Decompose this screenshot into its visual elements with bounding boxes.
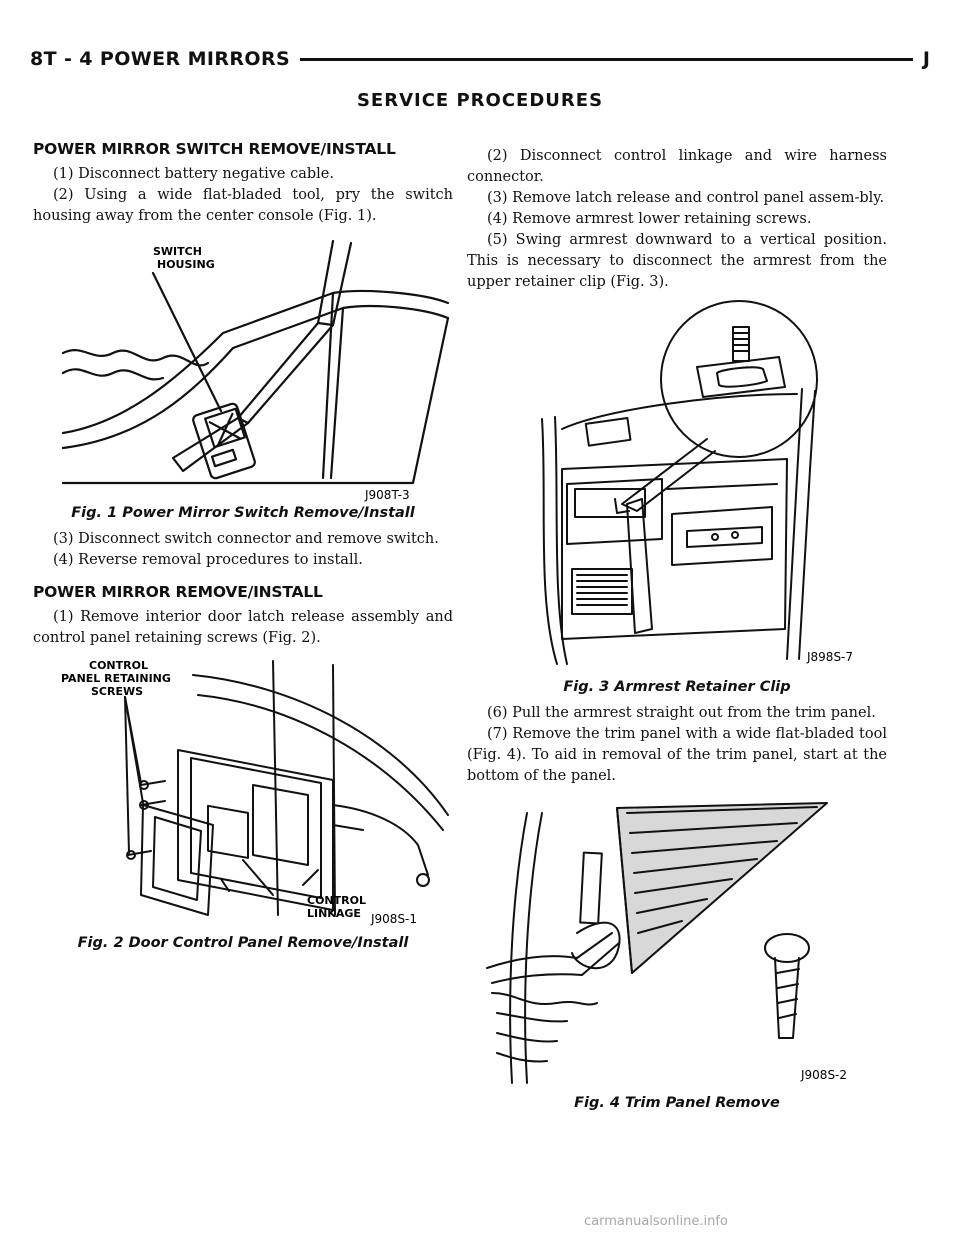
header-right: J — [912, 48, 930, 70]
label-switch: SWITCH — [153, 245, 202, 258]
step: (1) Disconnect battery negative cable. — [53, 166, 334, 182]
figure-code: J898S-7 — [806, 650, 853, 664]
label-linkage: LINKAGE — [307, 907, 361, 920]
step: (4) Remove armrest lower retaining screw… — [487, 211, 812, 227]
label-panel-retaining: PANEL RETAINING — [61, 672, 171, 685]
step: (2) Disconnect control linkage and wire … — [467, 148, 887, 185]
step: (5) Swing armrest downward to a vertical… — [467, 232, 887, 290]
armrest-retainer-clip-illustration: J898S-7 — [541, 300, 853, 665]
watermark: carmanualsonline.info — [584, 1214, 728, 1229]
section-title: SERVICE PROCEDURES — [356, 90, 604, 111]
figure-2-caption: Fig. 2 Door Control Panel Remove/Install — [77, 935, 409, 951]
figure-2: CONTROL PANEL RETAINING SCREWS CONTROL L… — [33, 655, 453, 951]
figure-1-caption: Fig. 1 Power Mirror Switch Remove/Instal… — [71, 505, 415, 521]
step: (6) Pull the armrest straight out from t… — [487, 705, 876, 721]
step: (1) Remove interior door latch release a… — [33, 609, 453, 646]
label-control: CONTROL — [89, 659, 148, 672]
figure-code: J908S-1 — [370, 912, 417, 926]
figure-3-caption: Fig. 3 Armrest Retainer Clip — [563, 679, 791, 695]
page-header: 8T - 4 POWER MIRRORS J — [30, 44, 930, 78]
figure-4: J908S-2 Fig. 4 Trim Panel Remove — [467, 793, 887, 1111]
label-control-2: CONTROL — [307, 894, 366, 907]
figure-3: J898S-7 Fig. 3 Armrest Retainer Clip — [467, 299, 887, 695]
switch-housing-illustration: SWITCH HOUSING J908T-3 — [61, 239, 450, 502]
left-column: POWER MIRROR SWITCH REMOVE/INSTALL (1) D… — [33, 140, 453, 959]
step: (3) Disconnect switch connector and remo… — [53, 531, 439, 547]
heading-switch-remove: POWER MIRROR SWITCH REMOVE/INSTALL — [33, 140, 396, 158]
door-control-panel-illustration: CONTROL PANEL RETAINING SCREWS CONTROL L… — [61, 659, 449, 926]
trim-panel-remove-illustration: J908S-2 — [486, 802, 847, 1084]
label-screws: SCREWS — [91, 685, 143, 698]
step: (3) Remove latch release and control pan… — [487, 190, 885, 206]
label-housing: HOUSING — [157, 258, 215, 271]
step: (4) Reverse removal procedures to instal… — [53, 552, 363, 568]
step: (7) Remove the trim panel with a wide fl… — [467, 726, 887, 784]
header-rule — [30, 58, 930, 61]
figure-code: J908T-3 — [364, 488, 410, 502]
figure-1: SWITCH HOUSING J908T-3 Fig. 1 Power Mirr… — [33, 233, 453, 521]
figure-code: J908S-2 — [800, 1068, 847, 1082]
figure-4-caption: Fig. 4 Trim Panel Remove — [574, 1095, 780, 1111]
heading-mirror-remove: POWER MIRROR REMOVE/INSTALL — [33, 583, 323, 601]
header-left: 8T - 4 POWER MIRRORS — [30, 48, 301, 70]
step: (2) Using a wide flat-bladed tool, pry t… — [33, 187, 453, 224]
right-column: (2) Disconnect control linkage and wire … — [467, 146, 887, 1119]
